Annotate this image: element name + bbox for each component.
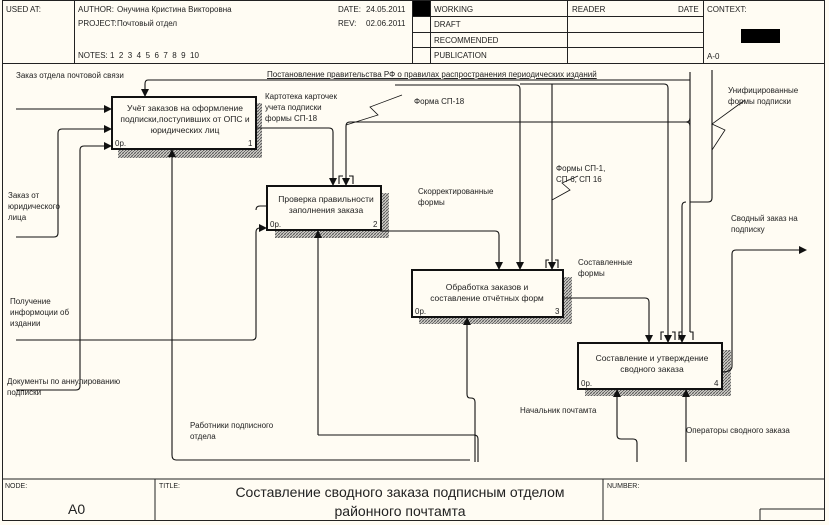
arrow-annul <box>16 142 112 391</box>
box-2-cost: 0р. <box>270 220 282 229</box>
box-2-number: 2 <box>373 220 378 229</box>
header-row-line <box>412 47 703 48</box>
arrow-zakaz-yur <box>16 125 112 238</box>
header-col-line <box>412 0 413 63</box>
status-publication: PUBLICATION <box>434 51 487 60</box>
arrow-info <box>16 224 267 341</box>
date-label: DATE: <box>338 5 361 14</box>
label-postanovlenie: Постановление правительства РФ о правила… <box>267 70 597 79</box>
date-value: 24.05.2011 <box>366 5 406 14</box>
notes-label: NOTES: <box>78 51 108 60</box>
box-1-number: 1 <box>248 139 253 148</box>
status-working: WORKING <box>434 5 474 14</box>
header-row-line <box>412 16 703 17</box>
box-1-cost: 0р. <box>115 139 127 148</box>
title-label: TITLE: <box>159 483 181 490</box>
header-col-line <box>430 0 431 63</box>
project-label: PROJECT: <box>78 19 117 28</box>
box-3-number: 3 <box>555 307 560 316</box>
label-info: Получение информоции об издании <box>10 297 70 328</box>
header-col-line <box>74 0 75 63</box>
label-operators: Операторы сводного заказа <box>686 426 790 435</box>
reader-label: READER <box>572 5 606 14</box>
arrow-summary-order <box>721 246 807 373</box>
context-node: A-0 <box>707 52 720 61</box>
box-2 <box>266 185 382 231</box>
box-4-label[interactable]: Составление и утверждение сводного заказ… <box>595 353 709 374</box>
arrow-kartoteka <box>256 127 337 186</box>
box-4 <box>577 342 723 390</box>
box-2-label[interactable]: Проверка правильности заполнения заказа <box>278 194 374 215</box>
label-kartoteka: Картотека карточек учета подписки формы … <box>265 92 337 123</box>
context-label: CONTEXT: <box>707 5 747 14</box>
node-label: NODE: <box>5 483 28 490</box>
reader-date-label: DATE <box>678 5 699 14</box>
status-recommended: RECOMMENDED <box>434 36 499 45</box>
header-divider <box>2 63 825 64</box>
header-row-line <box>412 32 703 33</box>
author-label: AUTHOR: <box>78 5 114 14</box>
project-value: Почтовый отдел <box>117 19 178 28</box>
label-composed: Составленные формы <box>578 258 633 278</box>
header-col-line <box>703 0 704 63</box>
header-col-line <box>567 0 568 63</box>
label-workers: Работники подписного отдела <box>190 421 274 441</box>
arrow-corrected <box>381 230 503 270</box>
context-box <box>741 29 780 43</box>
author-value: Онучина Кристина Викторовна <box>117 5 232 14</box>
box-3-cost: 0р. <box>415 307 427 316</box>
rev-label: REV: <box>338 19 357 28</box>
box-4-cost: 0р. <box>581 379 593 388</box>
label-corrected: Скорректированные формы <box>418 187 494 207</box>
label-annul: Документы по аннулированию подписки <box>7 377 121 397</box>
arrow-postanovlenie <box>141 79 690 97</box>
number-label: NUMBER: <box>607 483 640 490</box>
notes-value: 1 2 3 4 5 6 7 8 9 10 <box>110 51 199 60</box>
rev-value: 02.06.2011 <box>366 19 406 28</box>
box-1-label[interactable]: Учёт заказов на оформление подписки,пост… <box>120 103 250 135</box>
working-status-marker <box>413 1 430 16</box>
box-3-label[interactable]: Обработка заказов и составление отчётных… <box>430 282 544 303</box>
label-zakaz-yur: Заказ от юридического лица <box>8 191 60 222</box>
diagram-title: Составление сводного заказа подписным от… <box>235 484 565 519</box>
label-summary-order: Сводный заказ на подписку <box>731 214 798 234</box>
arrow-composed <box>563 297 653 343</box>
label-zakaz-ops: Заказ отдела почтовой связи <box>16 71 124 80</box>
arrow-unified <box>678 201 687 343</box>
status-draft: DRAFT <box>434 20 461 29</box>
label-forma-sp18: Форма СП-18 <box>414 97 465 106</box>
label-unified: Унифицированные формы подписки <box>728 86 799 106</box>
label-forms-sp1: Формы СП-1, СП-6, СП 16 <box>556 164 606 184</box>
used-at-label: USED AT: <box>6 5 41 14</box>
box-4-number: 4 <box>714 379 719 388</box>
box-1 <box>111 96 257 150</box>
label-chief: Начальник почтамта <box>520 406 597 415</box>
node-value: A0 <box>68 501 86 517</box>
box-3 <box>411 269 564 318</box>
